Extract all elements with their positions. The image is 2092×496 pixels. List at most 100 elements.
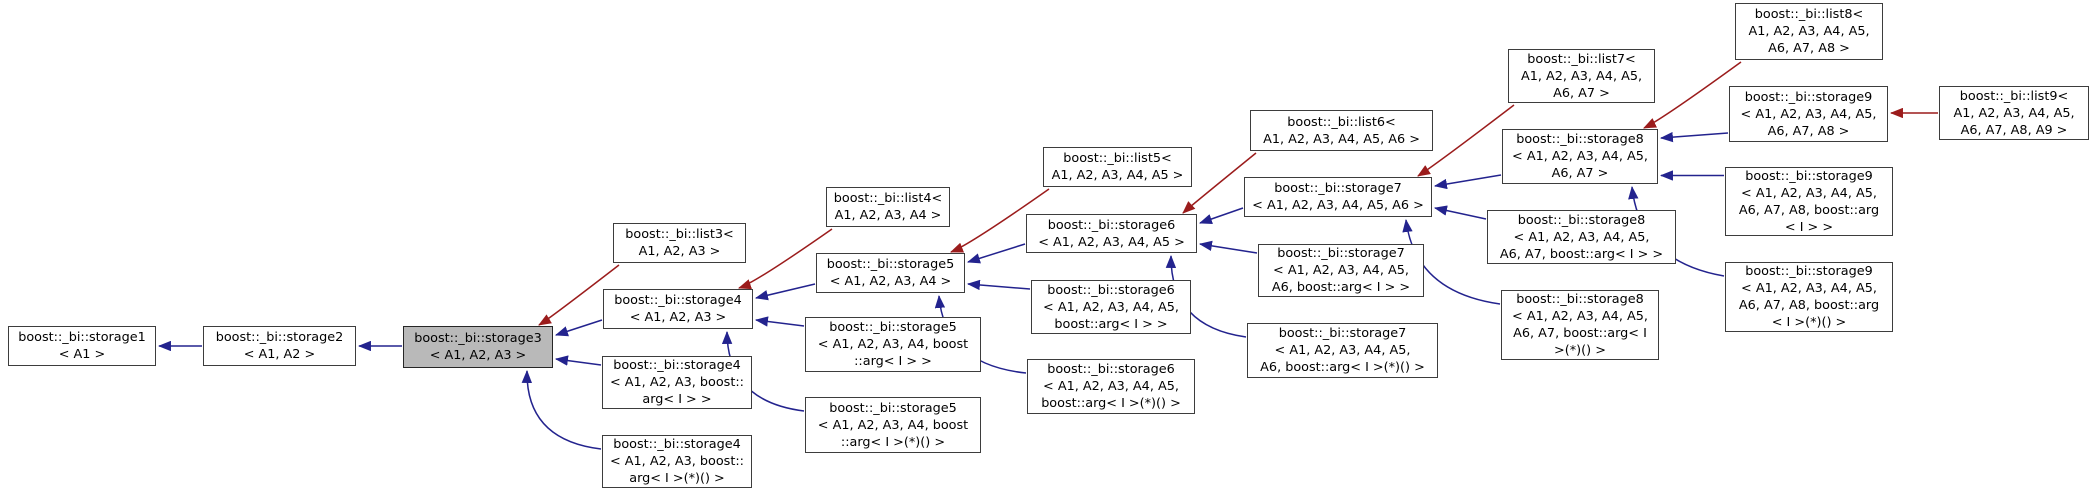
node-label-line: < A1, A2, A3, A4, A5, [1043, 299, 1179, 315]
graph-node-list6[interactable]: boost::_bi::list6<A1, A2, A3, A4, A5, A6… [1250, 110, 1433, 151]
node-label-line: A1, A2, A3, A4 > [834, 208, 942, 223]
node-label-line: boost::_bi::storage2 [215, 330, 344, 345]
graph-node-list9[interactable]: boost::_bi::list9<A1, A2, A3, A4, A5,A6,… [1939, 86, 2089, 140]
node-label-line: boost::_bi::storage8 [1516, 132, 1644, 147]
node-label-line: boost::_bi::list8< [1754, 7, 1864, 22]
node-label-line: A1, A2, A3, A4, A5, [1953, 105, 2075, 121]
graph-node-storage4[interactable]: boost::_bi::storage4< A1, A2, A3 > [603, 289, 753, 329]
node-label-line: < A1 > [58, 347, 106, 362]
node-label-line: boost::_bi::storage6 [1047, 362, 1175, 377]
graph-node-storage5_argfn[interactable]: boost::_bi::storage5< A1, A2, A3, A4, bo… [805, 397, 981, 453]
graph-node-list4[interactable]: boost::_bi::list4<A1, A2, A3, A4 > [826, 187, 950, 227]
graph-node-storage7[interactable]: boost::_bi::storage7< A1, A2, A3, A4, A5… [1244, 177, 1432, 217]
node-label-line: A1, A2, A3, A4, A5, [1520, 68, 1643, 84]
graph-node-storage9[interactable]: boost::_bi::storage9< A1, A2, A3, A4, A5… [1729, 86, 1888, 142]
node-label-line: boost::arg< I >(*)() > [1041, 396, 1181, 411]
node-label-line: boost::_bi::storage7 [1274, 181, 1402, 196]
node-label-line: A6, A7 > [1551, 166, 1609, 181]
graph-node-storage6_argfn[interactable]: boost::_bi::storage6< A1, A2, A3, A4, A5… [1027, 359, 1195, 414]
node-label-line: A1, A2, A3, A4, A5, A6 > [1263, 131, 1420, 147]
node-label-line: < A1, A2, A3, A4, A5, [1273, 263, 1409, 278]
node-label-line: < A1, A2, A3, A4, A5, [1043, 379, 1179, 394]
node-label-line: A6, A7, A8 > [1768, 41, 1850, 56]
graph-node-storage2[interactable]: boost::_bi::storage2< A1, A2 > [203, 326, 356, 366]
node-label-line: boost::_bi::storage8 [1517, 212, 1646, 228]
node-label-line: boost::_bi::storage5 [826, 257, 955, 272]
graph-node-list8[interactable]: boost::_bi::list8<A1, A2, A3, A4, A5,A6,… [1735, 3, 1883, 60]
private-inheritance-edge-list6-to-storage6 [1182, 152, 1257, 214]
node-label-line: A1, A2, A3, A4, A5, [1748, 24, 1870, 39]
graph-node-storage8[interactable]: boost::_bi::storage8< A1, A2, A3, A4, A5… [1502, 129, 1658, 184]
node-label-line: < A1, A2, A3, A4, A5, [1512, 309, 1648, 324]
node-label-line: boost::_bi::list7< [1527, 51, 1636, 67]
node-label-line: boost::_bi::storage7 [1278, 326, 1407, 341]
public-inheritance-edge-storage7-to-storage6 [1199, 207, 1244, 224]
graph-node-storage9_arg[interactable]: boost::_bi::storage9< A1, A2, A3, A4, A5… [1725, 167, 1893, 236]
node-label-line: ::arg< I >(*)() > [840, 434, 946, 450]
graph-node-storage4_argfn[interactable]: boost::_bi::storage4< A1, A2, A3, boost:… [602, 435, 752, 488]
node-label-line: boost::_bi::storage4 [613, 358, 741, 373]
graph-node-list7[interactable]: boost::_bi::list7<A1, A2, A3, A4, A5,A6,… [1508, 49, 1655, 103]
node-label-line: boost::_bi::list3< [625, 227, 734, 242]
node-label-line: < A1, A2, A3, A4, A5, A6 > [1252, 198, 1424, 213]
public-inheritance-edge-storage4-to-storage3 [555, 319, 603, 337]
graph-node-storage6_arg[interactable]: boost::_bi::storage6< A1, A2, A3, A4, A5… [1031, 280, 1191, 334]
graph-node-storage8_argfn[interactable]: boost::_bi::storage8< A1, A2, A3, A4, A5… [1501, 290, 1659, 360]
node-label-line: < A1, A2, A3, A4, A5, [1740, 106, 1877, 122]
public-inheritance-edge-storage6_arg-to-storage5 [966, 279, 1031, 291]
private-inheritance-edge-list5-to-storage5 [950, 188, 1050, 253]
node-label-line: boost::_bi::storage7 [1277, 246, 1405, 261]
node-label-line: A6, A7, A8 > [1767, 123, 1850, 139]
node-label-line: < A1, A2, A3 > [429, 348, 527, 363]
node-label-line: boost::_bi::storage5 [829, 320, 957, 335]
node-label-line: < A1, A2, A3, A4, A5, [1741, 185, 1877, 201]
node-label-line: boost::_bi::storage8 [1516, 292, 1644, 307]
node-label-line: boost::arg< I > > [1054, 316, 1168, 332]
node-label-line: < A1, A2, A3, A4, boost [817, 337, 969, 352]
node-label-line: < A1, A2, A3 > [629, 310, 727, 325]
graph-node-storage3[interactable]: boost::_bi::storage3< A1, A2, A3 > [403, 326, 553, 368]
node-label-line: < A1, A2, A3, A4, boost [817, 417, 969, 433]
graph-node-storage6[interactable]: boost::_bi::storage6< A1, A2, A3, A4, A5… [1026, 214, 1197, 253]
node-label-line: < A1, A2, A3, A4, A5, [1741, 281, 1877, 296]
graph-node-list3[interactable]: boost::_bi::list3<A1, A2, A3 > [613, 223, 746, 263]
public-inheritance-edge-storage8-to-storage7 [1433, 174, 1502, 190]
graph-node-storage7_argfn[interactable]: boost::_bi::storage7< A1, A2, A3, A4, A5… [1247, 323, 1438, 378]
node-label-line: A6, A7, A8, boost::arg [1738, 298, 1880, 313]
node-label-line: < A1, A2, A3, A4, A5 > [1038, 234, 1185, 250]
node-label-line: >(*)() > [1554, 343, 1606, 358]
node-label-line: A6, A7, boost::arg< I > > [1499, 246, 1664, 262]
private-inheritance-edge-list7-to-storage7 [1417, 104, 1515, 177]
graph-node-storage4_arg[interactable]: boost::_bi::storage4< A1, A2, A3, boost:… [602, 356, 752, 409]
node-label-line: < A1, A2 > [243, 347, 316, 362]
public-inheritance-edge-storage6-to-storage5 [967, 243, 1026, 264]
graph-node-storage5_arg[interactable]: boost::_bi::storage5< A1, A2, A3, A4, bo… [805, 317, 981, 372]
graph-node-storage9_argfn[interactable]: boost::_bi::storage9< A1, A2, A3, A4, A5… [1725, 262, 1893, 332]
graph-node-storage7_arg[interactable]: boost::_bi::storage7< A1, A2, A3, A4, A5… [1258, 244, 1424, 297]
private-inheritance-edge-list4-to-storage4 [738, 228, 833, 290]
node-label-line: boost::_bi::storage6 [1047, 217, 1176, 233]
node-label-line: < A1, A2, A3, boost:: [610, 454, 744, 469]
node-label-line: < A1, A2, A3, A4, A5, [1512, 149, 1648, 164]
node-label-line: boost::_bi::storage3 [414, 331, 542, 346]
node-label-line: A6, A7, A8, boost::arg [1738, 202, 1880, 218]
node-label-line: A6, boost::arg< I > > [1271, 280, 1411, 295]
node-label-line: boost::_bi::storage9 [1745, 264, 1873, 279]
node-label-line: boost::_bi::list5< [1063, 151, 1172, 166]
node-label-line: ::arg< I > > [854, 354, 932, 369]
private-inheritance-edge-list8-to-storage8 [1643, 61, 1742, 129]
graph-node-list5[interactable]: boost::_bi::list5<A1, A2, A3, A4, A5 > [1043, 147, 1192, 187]
node-label-line: arg< I >(*)() > [629, 471, 725, 486]
node-label-line: boost::_bi::storage5 [829, 400, 957, 416]
node-label-line: < I > > [1784, 219, 1834, 235]
node-label-line: boost::_bi::list4< [833, 191, 943, 206]
graph-node-storage1[interactable]: boost::_bi::storage1< A1 > [8, 326, 156, 366]
graph-node-storage8_arg[interactable]: boost::_bi::storage8< A1, A2, A3, A4, A5… [1487, 210, 1676, 264]
public-inheritance-edge-storage4_argfn-to-storage3 [521, 369, 602, 450]
public-inheritance-edge-storage5-to-storage4 [754, 283, 816, 301]
node-label-line: A6, boost::arg< I >(*)() > [1260, 360, 1425, 375]
public-inheritance-edge-storage5_arg-to-storage4 [754, 316, 805, 327]
graph-node-storage5[interactable]: boost::_bi::storage5< A1, A2, A3, A4 > [816, 253, 965, 293]
